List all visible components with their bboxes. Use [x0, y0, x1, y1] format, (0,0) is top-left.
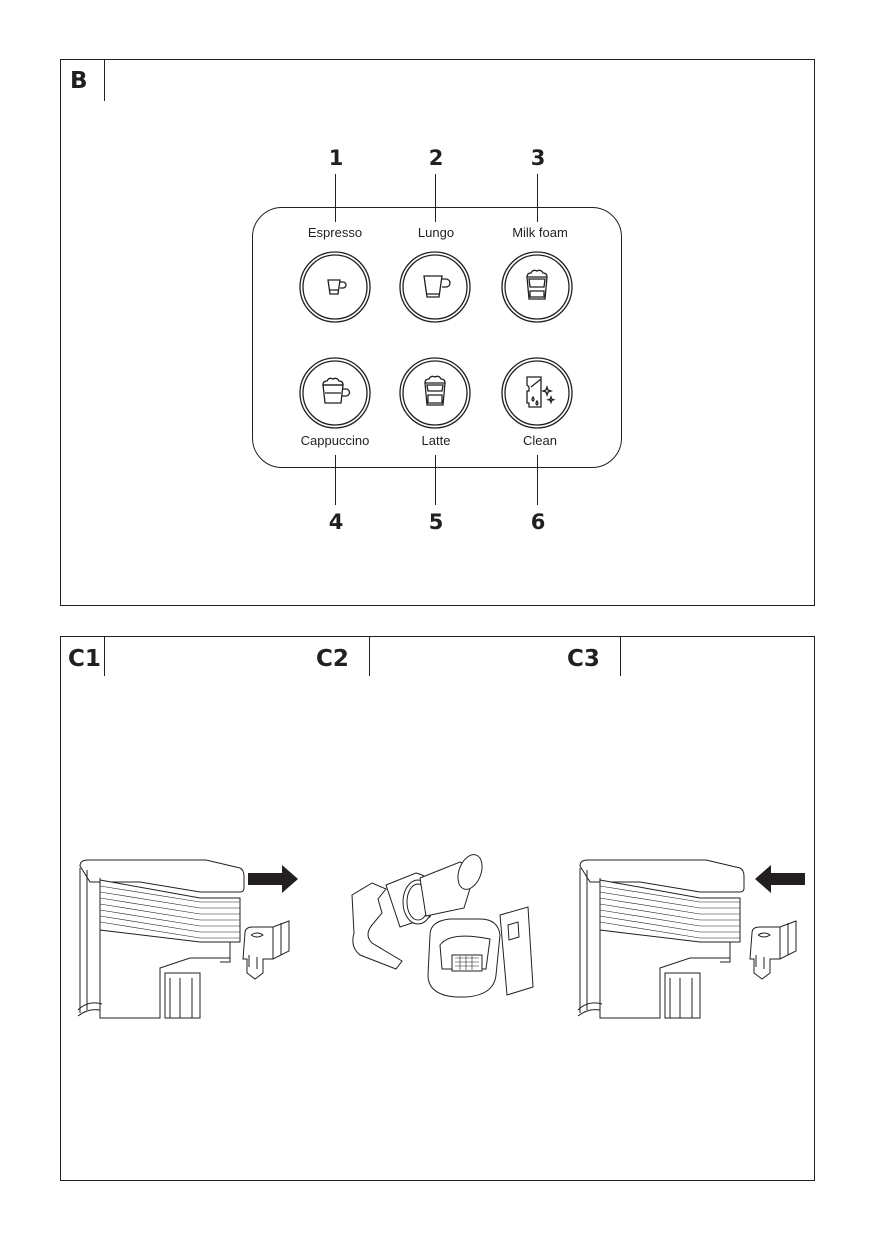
lungo-button[interactable]: [399, 251, 471, 323]
clean-button[interactable]: [501, 357, 573, 429]
label-cappuccino: Cappuccino: [300, 433, 370, 448]
capsule-holder-c1: [242, 920, 290, 980]
label-espresso: Espresso: [307, 225, 363, 240]
leader-line: [335, 174, 337, 222]
callout-number-4: 4: [328, 510, 344, 534]
divider: [104, 636, 105, 676]
coffee-machine-c1: [77, 859, 245, 1019]
cappuccino-cup-icon: [299, 357, 371, 429]
control-panel: [252, 207, 622, 468]
milk-foam-button[interactable]: [501, 251, 573, 323]
divider: [104, 59, 105, 101]
callout-number-2: 2: [428, 146, 444, 170]
leader-line: [435, 455, 437, 505]
section-b-frame: [60, 59, 815, 606]
divider: [369, 636, 370, 676]
divider: [620, 636, 621, 676]
label-lungo: Lungo: [417, 225, 455, 240]
leader-line: [537, 174, 539, 222]
lungo-cup-icon: [399, 251, 471, 323]
cappuccino-button[interactable]: [299, 357, 371, 429]
step-label-c3: C3: [567, 646, 600, 672]
latte-button[interactable]: [399, 357, 471, 429]
label-clean: Clean: [523, 433, 557, 448]
espresso-button[interactable]: [299, 251, 371, 323]
callout-number-1: 1: [328, 146, 344, 170]
capsule-holder-c3: [749, 920, 797, 980]
latte-glass-icon: [399, 357, 471, 429]
section-b-label: B: [70, 68, 88, 94]
step-label-c1: C1: [68, 646, 101, 672]
capsule-holder-exploded: [351, 854, 534, 998]
milk-foam-glass-icon: [501, 251, 573, 323]
arrow-right-icon: [248, 865, 298, 893]
arrow-left-icon: [755, 865, 805, 893]
leader-line: [335, 455, 337, 505]
callout-number-5: 5: [428, 510, 444, 534]
espresso-cup-icon: [299, 251, 371, 323]
coffee-machine-c3: [577, 859, 745, 1019]
label-latte: Latte: [421, 433, 451, 448]
callout-number-3: 3: [530, 146, 546, 170]
label-milk-foam: Milk foam: [512, 225, 568, 240]
callout-number-6: 6: [530, 510, 546, 534]
section-c-frame: [60, 636, 815, 1181]
step-label-c2: C2: [316, 646, 349, 672]
leader-line: [537, 455, 539, 505]
clean-icon: [501, 357, 573, 429]
leader-line: [435, 174, 437, 222]
